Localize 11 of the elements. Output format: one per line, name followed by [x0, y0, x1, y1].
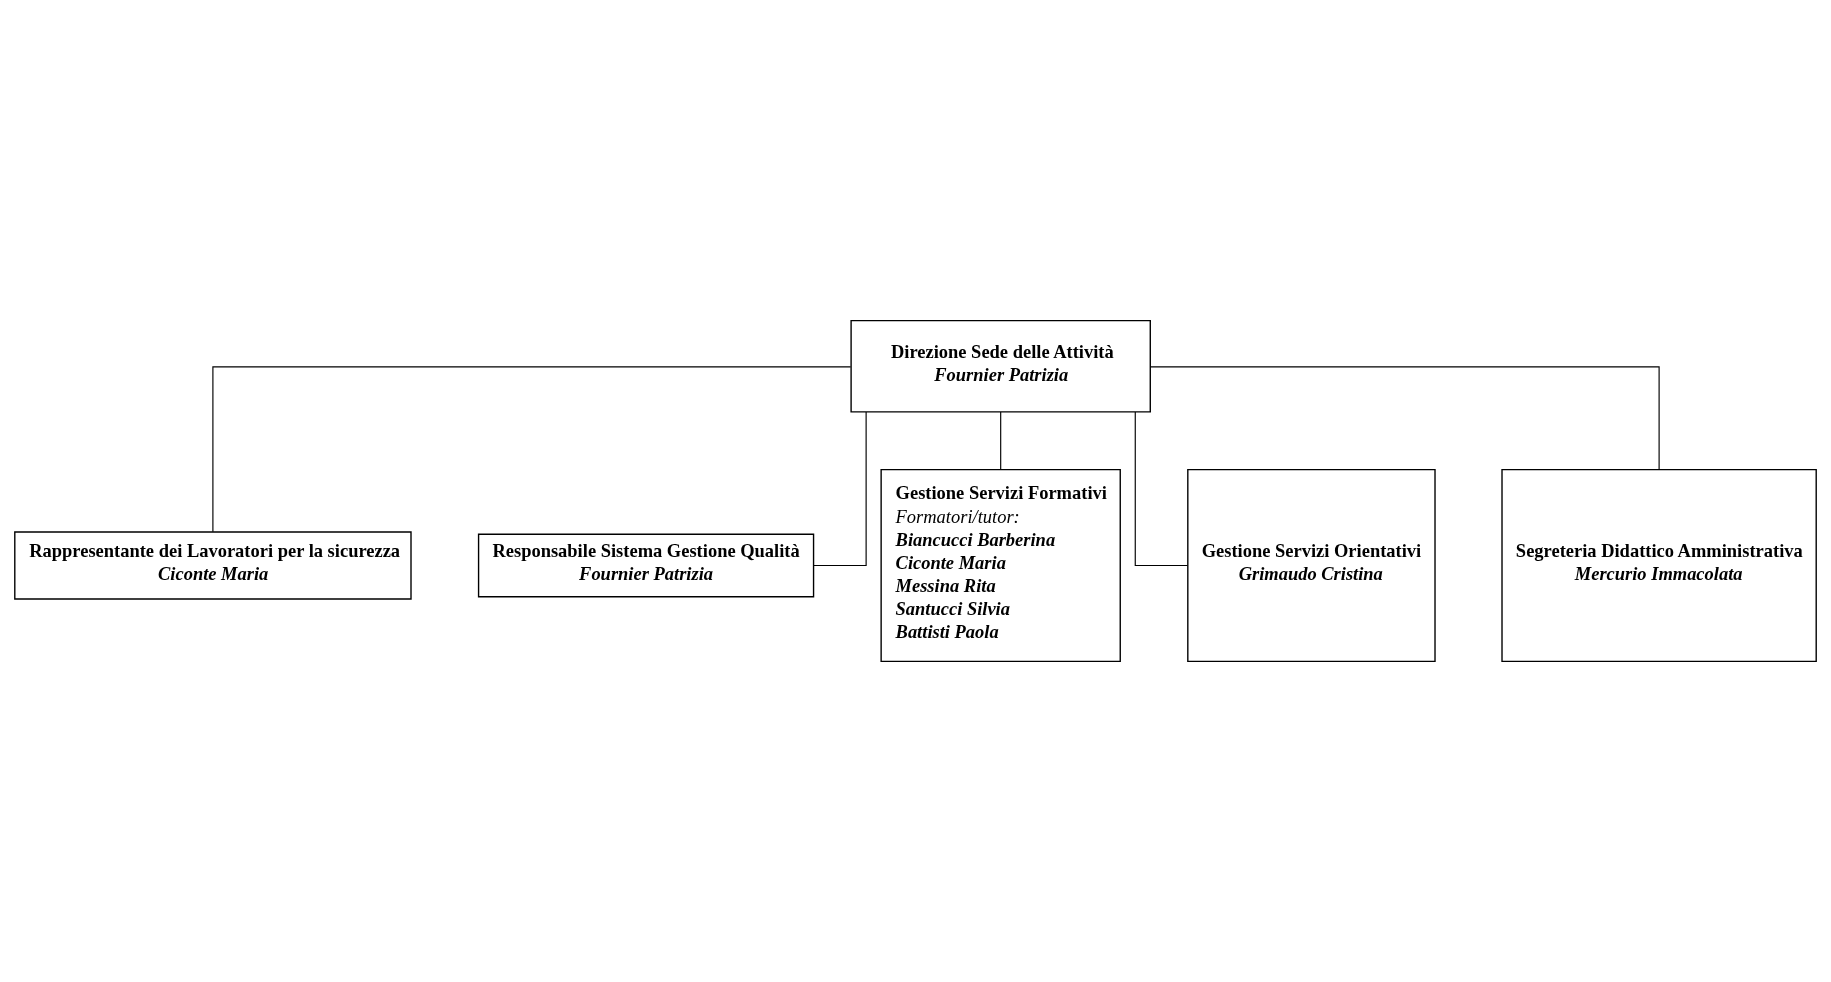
connector: [1149, 366, 1660, 470]
node-box: Responsabile Sistema Gestione Qualità Fournier Patrizia: [477, 533, 815, 598]
node-box: Direzione Sede delle Attività Fournier Patrizia: [850, 319, 1151, 413]
node-box: Gestione Servizi Orientativi Grimaudo Cristina: [1187, 468, 1436, 663]
node-box: Gestione Servizi Formativi Formatori/tutor: Biancucci Barberina Ciconte Maria Messina Rita Santucci Silvia Battisti Paola: [880, 468, 1121, 663]
connector: [1134, 411, 1189, 567]
node-box: Rappresentante dei Lavoratori per la sicurezza Ciconte Maria: [14, 531, 412, 600]
connector: [813, 411, 867, 567]
connector: [1000, 411, 1002, 471]
connector: [212, 366, 852, 533]
node-box: Segreteria Didattico Amministrativa Mercurio Immacolata: [1501, 468, 1817, 663]
